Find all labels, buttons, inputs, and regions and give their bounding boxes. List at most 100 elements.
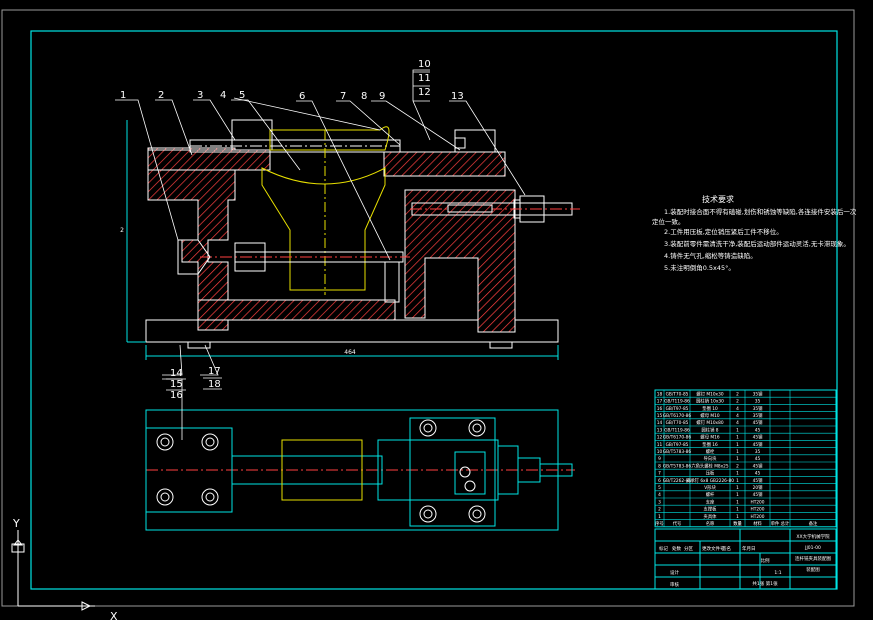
title-block-label-sign: 签名 — [722, 545, 731, 552]
balloon-9: 9 — [379, 91, 385, 102]
balloon-18: 18 — [208, 379, 221, 390]
parts-cell-name: 螺母 M10 — [700, 412, 719, 419]
balloon-11: 11 — [418, 73, 431, 84]
tech-req-line-6: 5.未注明倒角0.5x45°。 — [664, 263, 735, 272]
title-block-checker: 审核 — [670, 581, 679, 588]
parts-cell-qty: 1 — [736, 514, 739, 520]
parts-cell-name: 垫圈 16 — [702, 441, 718, 448]
parts-cell-no: 11 — [657, 442, 663, 448]
parts-cell-material: HT200 — [750, 514, 764, 520]
parts-cell-no: 6 — [658, 478, 661, 484]
parts-header-name: 名称 — [706, 520, 715, 527]
dim-overall-length: 464 — [344, 349, 356, 356]
balloon-4: 4 — [220, 90, 226, 101]
parts-cell-name: 圆柱销 8 — [702, 426, 719, 433]
parts-cell-qty: 1 — [736, 471, 739, 477]
title-block-title: 连杆铣夹具装配图 — [795, 555, 831, 562]
drawing-frame — [30, 30, 838, 590]
parts-cell-material: 45 — [755, 471, 761, 477]
tech-req-line-3: 2.工件用压板,定位销压紧后工件不移位。 — [664, 227, 783, 236]
parts-cell-material: HT200 — [750, 507, 764, 513]
tech-req-line-1: 1.装配时接合面不得有磕碰,划伤和锈蚀等缺陷,各连接件安装后一次 — [664, 207, 857, 216]
parts-cell-name: 垫圈 10 — [702, 405, 718, 412]
fixture-body-left — [147, 147, 236, 331]
front-section-view: 464 2 1 2 3 4 5 6 7 8 9 10 11 12 — [115, 59, 580, 390]
parts-cell-name: 螺母 M16 — [700, 434, 719, 441]
ucs-axes-icon: Y X — [11, 517, 118, 620]
workpiece-connecting-rod — [261, 167, 386, 291]
parts-cell-code: GB/T119-86 — [664, 399, 690, 405]
parts-cell-qty: 1 — [736, 499, 739, 505]
title-block-label-count: 处数 — [672, 545, 681, 552]
parts-cell-code: GB/T97-85 — [666, 406, 689, 412]
title-block-label-date: 年月日 — [742, 545, 756, 552]
balloon-14: 14 — [170, 368, 183, 379]
parts-cell-no: 3 — [658, 499, 661, 505]
title-block-designer: 设计 — [670, 569, 679, 576]
title-block-label-mark: 标记 — [659, 545, 668, 552]
parts-cell-code: GB/T97-85 — [666, 442, 689, 448]
parts-cell-material: 45钢 — [753, 419, 763, 426]
parts-cell-material: 35钢 — [753, 390, 763, 397]
parts-cell-name: 六角头螺栓 M8x25 — [691, 462, 729, 469]
clamp-plate — [147, 149, 271, 171]
parts-cell-code: GB/T5783-86 — [663, 463, 692, 469]
parts-cell-code: GB/T119-86 — [664, 427, 690, 433]
parts-cell-no: 18 — [657, 391, 663, 397]
parts-cell-name: 螺杆 — [706, 491, 715, 498]
parts-cell-material: 35钢 — [753, 412, 763, 419]
parts-cell-material: 45钢 — [753, 441, 763, 448]
balloon-6: 6 — [299, 91, 305, 102]
parts-cell-material: 45钢 — [753, 477, 763, 484]
title-block-drawing-no: JJ01-00 — [804, 545, 821, 551]
parts-cell-qty: 1 — [736, 456, 739, 462]
parts-cell-name: 支撑板 — [704, 506, 718, 513]
parts-cell-no: 1 — [658, 514, 661, 520]
balloon-1: 1 — [120, 90, 126, 101]
parts-cell-material: 45 — [755, 427, 761, 433]
tech-req-title: 技术要求 — [702, 194, 734, 204]
parts-cell-material: HT200 — [750, 499, 764, 505]
fixture-body-right — [404, 189, 516, 333]
parts-cell-name: 压板 — [706, 470, 715, 477]
title-block-scale-label: 比例 — [761, 557, 770, 564]
fixture-body-base — [197, 299, 396, 321]
balloon-5: 5 — [239, 90, 245, 101]
parts-cell-no: 12 — [657, 435, 663, 441]
parts-cell-qty: 1 — [736, 442, 739, 448]
parts-cell-no: 13 — [657, 427, 663, 433]
outer-sheet-border — [1, 9, 855, 607]
plan-workpiece — [281, 439, 363, 501]
dim-overall-height: 2 — [120, 227, 124, 234]
tech-req-line-5: 4.铸件无气孔,缩松等铸造缺陷。 — [664, 251, 757, 260]
parts-cell-no: 15 — [657, 413, 663, 419]
balloon-17: 17 — [208, 366, 221, 377]
parts-cell-material: 45 — [755, 456, 761, 462]
parts-cell-name: 夹具体 — [704, 513, 718, 520]
parts-cell-qty: 4 — [736, 406, 739, 412]
parts-cell-qty: 1 — [736, 478, 739, 484]
ucs-x-label: X — [110, 610, 118, 620]
tech-req-line-4: 3.装配前零件需清洗干净,装配后运动部件运动灵活,无卡滞现象。 — [664, 239, 850, 248]
balloon-7: 7 — [340, 91, 346, 102]
parts-cell-no: 17 — [657, 399, 663, 405]
pressure-plate — [383, 151, 506, 177]
parts-header-code: 代号 — [673, 520, 682, 527]
ucs-y-label: Y — [12, 517, 20, 530]
parts-cell-name: 支座 — [706, 498, 715, 505]
parts-cell-name: 圆柱销 10x30 — [696, 398, 724, 405]
parts-header-note: 备注 — [809, 520, 818, 527]
parts-cell-material: 45钢 — [753, 434, 763, 441]
parts-cell-name: 螺栓 — [706, 448, 715, 455]
balloon-10: 10 — [418, 59, 431, 70]
parts-cell-qty: 4 — [736, 413, 739, 419]
parts-cell-no: 14 — [657, 420, 663, 426]
parts-cell-code: GB/T5783-86 — [663, 449, 692, 455]
parts-cell-no: 10 — [657, 449, 663, 455]
parts-cell-qty: 4 — [736, 420, 739, 426]
parts-cell-code: GB/T2262-86 — [663, 478, 692, 484]
title-block-subtitle: 装配图 — [806, 566, 820, 573]
parts-cell-name: 支承钉 6x8 GB2226-80 — [686, 477, 734, 484]
